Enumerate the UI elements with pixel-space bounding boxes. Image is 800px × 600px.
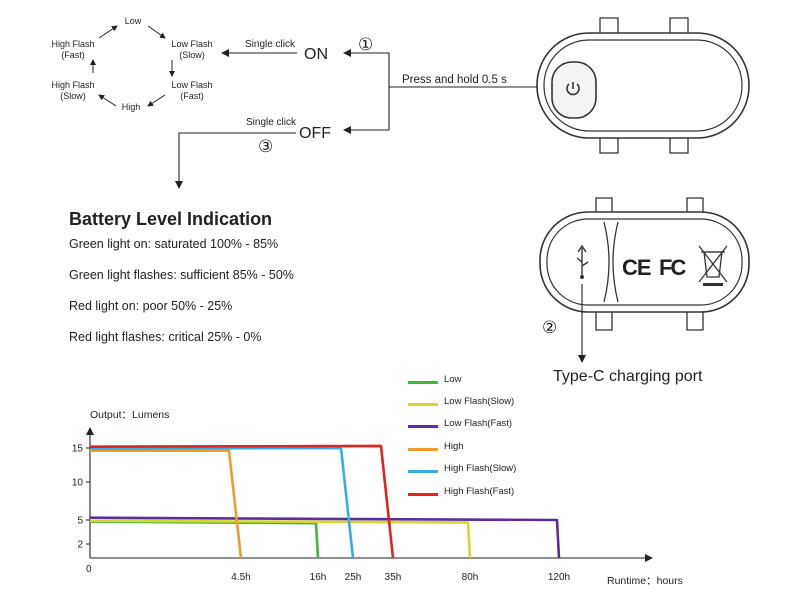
weee-bin-icon bbox=[698, 245, 728, 286]
step-2-marker: ② bbox=[542, 318, 557, 337]
mode-high-flash-fast-1: High Flash bbox=[51, 39, 94, 49]
legend-label: High bbox=[444, 441, 464, 452]
y-tick-label: 2 bbox=[77, 540, 83, 551]
device-back-view: CE FC ② Type-C charging port bbox=[539, 197, 750, 385]
power-button[interactable] bbox=[551, 61, 597, 119]
mode-high: High bbox=[122, 102, 141, 112]
single-click-off-label: Single click bbox=[246, 117, 297, 128]
battery-title: Battery Level Indication bbox=[69, 209, 272, 229]
x-tick-label: 4.5h bbox=[231, 572, 250, 583]
origin-label: 0 bbox=[86, 564, 92, 575]
x-tick-label: 25h bbox=[345, 572, 362, 583]
y-axis-label: Output：Lumens bbox=[90, 409, 169, 421]
x-tick-label: 80h bbox=[462, 572, 479, 583]
legend-label: Low Flash(Slow) bbox=[444, 396, 515, 407]
arrow-to-on bbox=[343, 49, 390, 87]
y-tick-label: 5 bbox=[77, 516, 83, 527]
y-tick-label: 10 bbox=[72, 478, 84, 489]
legend-label: Low bbox=[444, 374, 462, 385]
power-icon bbox=[566, 82, 580, 96]
mode-cycle: Low Low Flash (Slow) Low Flash (Fast) Hi… bbox=[51, 16, 212, 112]
on-label: ON bbox=[304, 46, 328, 63]
mode-low-flash-fast-1: Low Flash bbox=[171, 80, 212, 90]
mode-low-flash-slow-1: Low Flash bbox=[171, 39, 212, 49]
single-click-on-label: Single click bbox=[245, 39, 296, 50]
device-front-view bbox=[536, 17, 750, 154]
x-axis-label: Runtime：hours bbox=[607, 575, 683, 587]
mode-high-flash-slow-2: (Slow) bbox=[60, 91, 86, 101]
cycle-arrow bbox=[98, 25, 118, 39]
legend-swatch bbox=[408, 403, 438, 406]
mode-low-flash-slow-2: (Slow) bbox=[179, 50, 205, 60]
x-tick-label: 35h bbox=[385, 572, 402, 583]
legend-swatch bbox=[408, 448, 438, 451]
battery-line-1: Green light on: saturated 100% - 85% bbox=[69, 237, 279, 251]
series-line bbox=[89, 446, 355, 559]
mode-high-flash-fast-2: (Fast) bbox=[61, 50, 85, 60]
step-3-marker: ③ bbox=[258, 137, 273, 156]
ce-mark-icon: CE bbox=[622, 255, 651, 280]
legend-label: High Flash(Slow) bbox=[444, 463, 517, 474]
x-tick-label: 120h bbox=[548, 572, 570, 583]
charging-port-label: Type-C charging port bbox=[553, 368, 703, 385]
off-label: OFF bbox=[299, 125, 331, 142]
legend-item-low: Low bbox=[408, 373, 548, 391]
legend-swatch bbox=[408, 381, 438, 384]
legend-item-high-flash-fast: High Flash(Fast) bbox=[408, 485, 548, 503]
battery-line-3: Red light on: poor 50% - 25% bbox=[69, 299, 233, 313]
cycle-arrow bbox=[147, 25, 166, 39]
battery-line-2: Green light flashes: sufficient 85% - 50… bbox=[69, 268, 294, 282]
series-line bbox=[89, 444, 395, 559]
series-line bbox=[89, 520, 320, 559]
mode-high-flash-slow-1: High Flash bbox=[51, 80, 94, 90]
series-line bbox=[89, 519, 472, 559]
legend-item-high-flash-slow: High Flash(Slow) bbox=[408, 462, 548, 480]
legend-swatch bbox=[408, 470, 438, 473]
arrow-off-to-battery bbox=[175, 132, 296, 189]
cycle-arrow bbox=[147, 94, 166, 107]
mode-low-flash-fast-2: (Fast) bbox=[180, 91, 204, 101]
legend-item-low-flash-fast: Low Flash(Fast) bbox=[408, 417, 548, 435]
mode-low: Low bbox=[125, 16, 142, 26]
step-1-marker: ① bbox=[358, 35, 373, 54]
series-line bbox=[90, 449, 243, 559]
power-flow: Single click ON ① Press and hold 0.5 s S… bbox=[175, 35, 567, 189]
legend-item-low-flash-slow: Low Flash(Slow) bbox=[408, 395, 548, 413]
x-tick-label: 16h bbox=[310, 572, 327, 583]
fcc-mark-icon: FC bbox=[659, 255, 686, 280]
battery-line-4: Red light flashes: critical 25% - 0% bbox=[69, 330, 262, 344]
legend-swatch bbox=[408, 425, 438, 428]
legend-label: Low Flash(Fast) bbox=[444, 418, 513, 429]
cycle-arrow bbox=[98, 94, 117, 107]
legend-swatch bbox=[408, 493, 438, 496]
y-tick-label: 15 bbox=[72, 444, 84, 455]
press-hold-label: Press and hold 0.5 s bbox=[402, 74, 507, 86]
series-line bbox=[89, 516, 561, 559]
runtime-chart: Output：Lumens 0 Runtime：hours 2 5 10 15 4.5h… bbox=[72, 409, 683, 587]
usb-icon bbox=[576, 244, 589, 279]
legend-item-high: High bbox=[408, 440, 548, 458]
legend-label: High Flash(Fast) bbox=[444, 486, 515, 497]
arrow-to-off bbox=[343, 87, 390, 134]
